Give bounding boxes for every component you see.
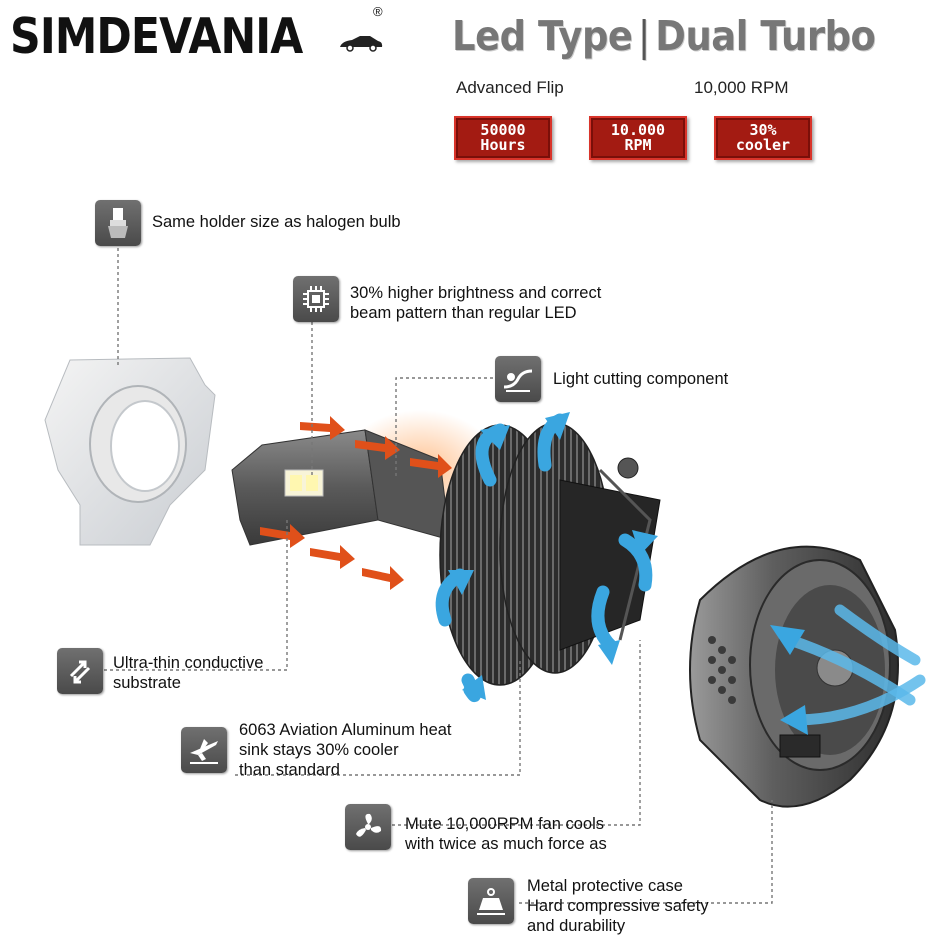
feature-fan-icon-box [345,804,391,850]
light-curve-icon [503,369,533,392]
feature-holder-text: Same holder size as halogen bulb [152,212,401,232]
feature-brightness-icon-box [293,276,339,322]
bulb-socket-icon [108,208,128,238]
feature-case-line2: Hard compressive safety [527,897,709,915]
feature-holder-line1: Same holder size as halogen bulb [152,213,401,231]
feature-substrate-icon-box [57,648,103,694]
feature-brightness-line1: 30% higher brightness and correct [350,284,602,302]
adapter-ring [44,357,216,546]
feature-heatsink-line2: sink stays 30% cooler [239,741,399,759]
feature-light-cutting-line1: Light cutting component [553,370,729,388]
heat-arrows [260,416,452,590]
badge-hours: 50000 Hours [454,116,552,160]
cool-air-arrowheads [448,412,658,700]
brand-logo: SIMDEVANIA [10,8,303,65]
feature-brightness-line2: beam pattern than regular LED [350,304,577,322]
badge-rpm-value: 10.000 [610,121,666,139]
weight-icon [477,888,505,915]
feature-case-line1: Metal protective case [527,877,683,895]
feature-substrate-line1: Ultra-thin conductive [113,654,264,672]
feature-brightness-text: 30% higher brightness and correct beam p… [350,283,601,323]
feature-holder-icon-box [95,200,141,246]
case-airflow-arrows [784,604,926,726]
feature-substrate-line2: substrate [113,674,181,692]
conductive-arrows-icon [69,660,91,684]
feature-fan-text: Mute 10,000RPM fan cools with twice as m… [405,814,607,854]
feature-light-cutting-text: Light cutting component [553,369,728,389]
feature-light-cutting-icon-box [495,356,541,402]
feature-heatsink-text: 6063 Aviation Aluminum heat sink stays 3… [239,720,452,780]
heading-separator: | [637,12,650,60]
feature-case-text: Metal protective case Hard compressive s… [527,876,709,936]
heading-led-type: Led Type [452,12,633,60]
badge-rpm: 10.000 RPM [589,116,687,160]
feature-fan-line2: with twice as much force as [405,835,607,853]
feature-heatsink-line3: than standard [239,761,340,779]
badge-hours-unit: Hours [480,136,526,154]
feature-heatsink-icon-box [181,727,227,773]
registered-mark: ® [373,4,383,19]
badge-rpm-unit: RPM [624,136,652,154]
badge-hours-value: 50000 [480,121,526,139]
feature-case-icon-box [468,878,514,924]
feature-heatsink-line1: 6063 Aviation Aluminum heat [239,721,452,739]
airplane-icon [190,739,218,764]
feature-substrate-text: Ultra-thin conductive substrate [113,653,263,693]
fan-icon [356,813,382,837]
leader-lines [104,248,773,904]
chip-icon [303,286,329,312]
badge-cooler: 30% cooler [714,116,812,160]
feature-case-line3: and durability [527,917,626,935]
badge-cooler-value: 30% [749,121,777,139]
product-heading: Led Type|Dual Turbo [452,12,876,60]
badge-cooler-unit: cooler [735,136,791,154]
heading-dual-turbo: Dual Turbo [655,12,876,60]
subtitle-rpm: 10,000 RPM [694,78,789,97]
feature-fan-line1: Mute 10,000RPM fan cools [405,815,605,833]
car-icon [340,36,383,52]
subtitle-advanced-flip: Advanced Flip [456,78,564,97]
